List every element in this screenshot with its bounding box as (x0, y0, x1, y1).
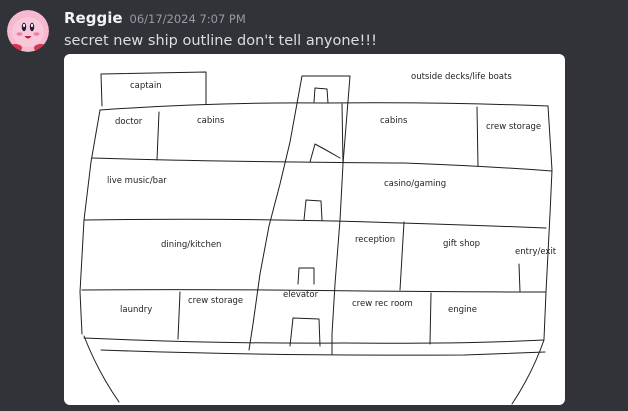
user-avatar[interactable] (7, 10, 49, 52)
username[interactable]: Reggie (64, 9, 123, 27)
ship-outline-drawing: captain outside decks/life boats doctor … (79, 71, 557, 405)
message-header: Reggie 06/17/2024 7:07 PM (64, 9, 246, 29)
label-crew-storage-top: crew storage (486, 122, 541, 132)
label-doctor: doctor (115, 117, 143, 127)
sketch-lines (79, 71, 553, 405)
label-gift-shop: gift shop (443, 239, 480, 249)
label-casino: casino/gaming (384, 179, 446, 189)
label-elevator: elevator (283, 290, 319, 300)
label-reception: reception (355, 235, 395, 245)
label-captain: captain (130, 81, 162, 91)
label-live-music: live music/bar (107, 176, 167, 186)
timestamp[interactable]: 06/17/2024 7:07 PM (129, 12, 246, 26)
image-attachment[interactable]: captain outside decks/life boats doctor … (64, 54, 565, 405)
label-outside-decks: outside decks/life boats (411, 72, 512, 82)
label-crew-rec-room: crew rec room (352, 299, 413, 309)
label-cabins-right: cabins (380, 116, 408, 126)
kirby-avatar-icon (7, 10, 49, 52)
label-engine: engine (448, 305, 477, 315)
message-text: secret new ship outline don't tell anyon… (64, 33, 377, 49)
label-entry-exit: entry/exit (515, 247, 557, 257)
label-dining: dining/kitchen (161, 240, 221, 250)
label-laundry: laundry (120, 305, 152, 315)
label-crew-storage-bottom: crew storage (188, 296, 243, 306)
label-cabins-left: cabins (197, 116, 225, 126)
